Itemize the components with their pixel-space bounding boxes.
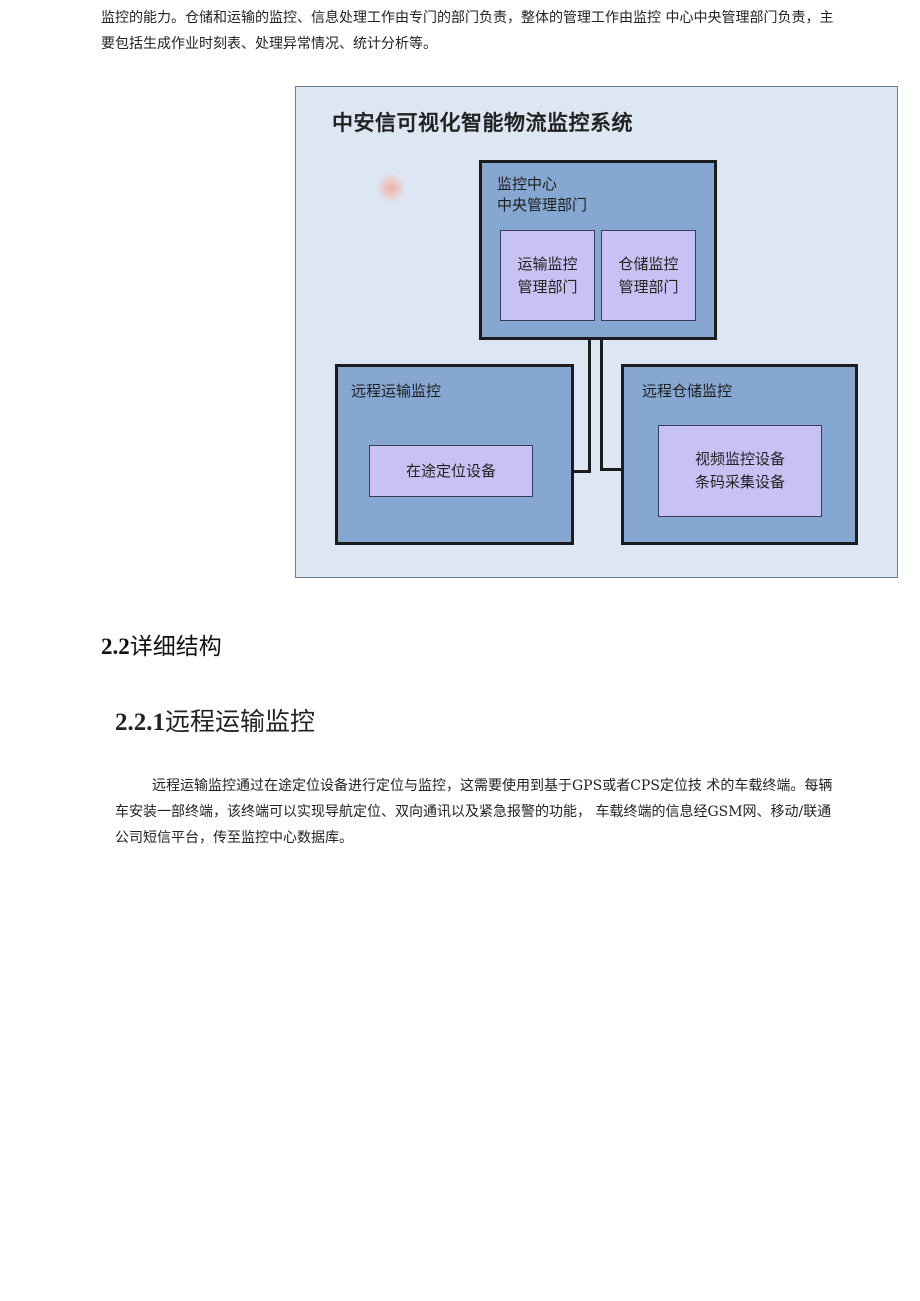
section-number: 2.2 [101, 634, 130, 659]
diagram-title: 中安信可视化智能物流监控系统 [332, 111, 633, 135]
remote-storage-monitor-box: 远程仓储监控 视频监控设备 条码采集设备 [621, 364, 858, 545]
intro-paragraph: 监控的能力。仓储和运输的监控、信息处理工作由专门的部门负责，整体的管理工作由监控… [101, 10, 834, 52]
monitoring-center-box: 监控中心 中央管理部门 运输监控 管理部门 仓储监控 管理部门 [479, 160, 717, 340]
video-barcode-device-box: 视频监控设备 条码采集设备 [658, 425, 822, 517]
system-architecture-diagram: 中安信可视化智能物流监控系统 监控中心 中央管理部门 运输监控 管理部门 仓储监… [295, 86, 898, 578]
center-label: 监控中心 中央管理部门 [497, 175, 588, 214]
transport-monitor-dept-box: 运输监控 管理部门 [500, 230, 595, 321]
connector-line [600, 329, 603, 471]
section-title: 详细结构 [129, 634, 222, 660]
section-title: 远程运输监控 [165, 707, 316, 736]
positioning-device-box: 在途定位设备 [369, 445, 533, 497]
storage-monitor-dept-box: 仓储监控 管理部门 [601, 230, 696, 321]
body-paragraph: 远程运输监控通过在途定位设备进行定位与监控，这需要使用到基于GPS或者CPS定位… [115, 778, 833, 846]
decorative-glow [376, 173, 406, 203]
right-box-label: 远程仓储监控 [642, 382, 733, 400]
connector-line [588, 329, 591, 473]
section-heading-2-2-1: 2.2.1远程运输监控 [115, 702, 315, 738]
section-heading-2-2: 2.2详细结构 [101, 627, 222, 661]
remote-transport-monitor-box: 远程运输监控 在途定位设备 [335, 364, 574, 545]
left-box-label: 远程运输监控 [351, 382, 442, 400]
section-number: 2.2.1 [115, 709, 165, 736]
